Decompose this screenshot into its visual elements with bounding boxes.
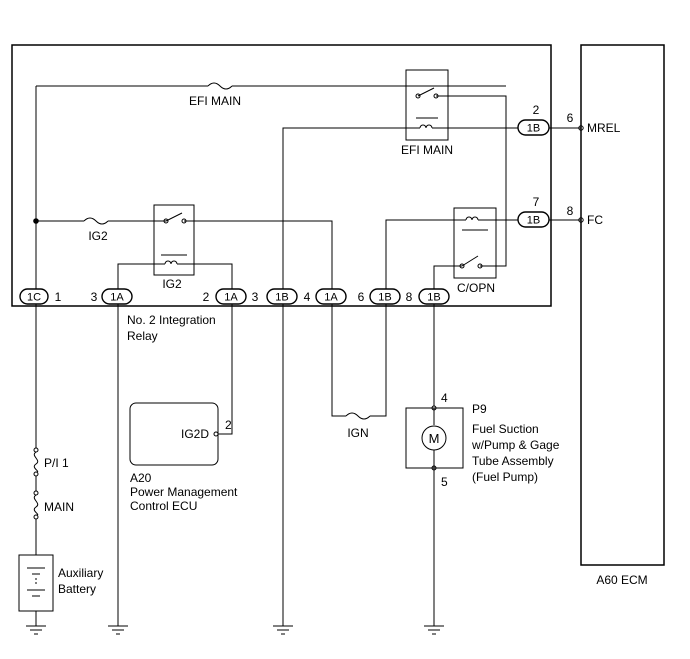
connector-1a-left: 1A [101, 288, 133, 305]
connector-1a-mid-pin-left: 2 [203, 290, 210, 304]
connector-1a-mid: 1A [215, 288, 247, 305]
fuse-pi1 [33, 447, 39, 477]
connector-1a-mid-code: 1A [224, 292, 238, 304]
pmecu-code: A20 [130, 471, 152, 485]
copn-relay-label: C/OPN [457, 281, 495, 295]
ecm-mrel-pin: 6 [567, 111, 574, 125]
ground-icon [26, 625, 46, 635]
connector-1b-c-code: 1B [427, 292, 440, 304]
fuse-main [33, 490, 39, 520]
ig2-relay [153, 204, 195, 276]
battery-label-2: Battery [58, 582, 96, 596]
connector-1c: 1C [19, 288, 49, 305]
connector-1b-fc-pin: 7 [533, 195, 540, 209]
pmecu-name-2: Control ECU [130, 499, 197, 513]
connector-1b-mrel-pin: 2 [533, 103, 540, 117]
connector-1b-c: 1B [418, 288, 450, 305]
ecm-mrel-label: MREL [587, 121, 621, 135]
pmecu-name-1: Power Management [130, 485, 238, 499]
ig2-relay-label: IG2 [162, 277, 182, 291]
ecm-mrel-terminal [578, 125, 584, 131]
pump-name-1: Fuel Suction [472, 422, 539, 436]
connector-1b-mrel: 1B [517, 119, 550, 136]
pump-name-4: (Fuel Pump) [472, 470, 538, 484]
connector-1a-r-code: 1A [324, 292, 338, 304]
connector-1b-a-code: 1B [275, 292, 288, 304]
ecm-box [580, 44, 665, 566]
efi-main-relay-label: EFI MAIN [401, 143, 453, 157]
junction-block [11, 44, 552, 307]
ground-icon [108, 625, 128, 635]
fuse-pi1-label: P/I 1 [44, 456, 69, 470]
ground-icon [424, 625, 444, 635]
integration-relay-label-2: Relay [127, 329, 158, 343]
ecm-label: A60 ECM [596, 573, 647, 587]
connector-1b-b-code: 1B [378, 292, 391, 304]
pmecu-terminal: IG2D [181, 427, 209, 441]
pump-terminal-bottom [431, 465, 437, 471]
ig2d-terminal [213, 431, 219, 437]
ig2-fuse-label: IG2 [88, 229, 108, 243]
connector-1b-mrel-code: 1B [527, 123, 540, 135]
pump-name-2: w/Pump & Gage [471, 438, 560, 452]
connector-1b-a: 1B [266, 288, 298, 305]
connector-1b-fc-code: 1B [527, 215, 540, 227]
efi-main-relay [405, 69, 449, 141]
ign-fuse-label: IGN [347, 426, 368, 440]
fuse-main-label: MAIN [44, 500, 74, 514]
efi-main-fuse [36, 82, 506, 90]
ign-fuse [331, 304, 387, 420]
integration-relay-label-1: No. 2 Integration [127, 313, 216, 327]
ecm-fc-label: FC [587, 213, 603, 227]
motor-symbol: M [429, 431, 440, 446]
connector-1a-mid-pin-right: 3 [252, 290, 259, 304]
ground-icon [273, 625, 293, 635]
pump-name-3: Tube Assembly [472, 454, 554, 468]
pump-pin-bottom: 5 [441, 475, 448, 489]
connector-1c-code: 1C [27, 292, 41, 304]
connector-1b-fc: 1B [517, 211, 550, 228]
connector-1a-r-pin: 6 [358, 290, 365, 304]
efi-main-fuse-label: EFI MAIN [189, 94, 241, 108]
connector-1c-pin: 1 [55, 290, 62, 304]
pmecu-box [129, 402, 219, 466]
connector-1a-r: 1A [315, 288, 347, 305]
pump-code: P9 [472, 402, 487, 416]
connector-1a-left-code: 1A [110, 292, 124, 304]
copn-relay [453, 207, 497, 279]
ig2-fuse [36, 217, 166, 225]
ecm-fc-pin: 8 [567, 204, 574, 218]
ecm-fc-terminal [578, 217, 584, 223]
connector-1b-a-pin: 4 [304, 290, 311, 304]
pump-pin-top: 4 [441, 391, 448, 405]
battery-label-1: Auxiliary [58, 566, 103, 580]
connector-1b-b: 1B [369, 288, 401, 305]
battery-icon [18, 554, 54, 612]
pmecu-pin: 2 [225, 418, 232, 432]
connector-1b-b-pin: 8 [406, 290, 413, 304]
connector-1a-left-pin: 3 [91, 290, 98, 304]
